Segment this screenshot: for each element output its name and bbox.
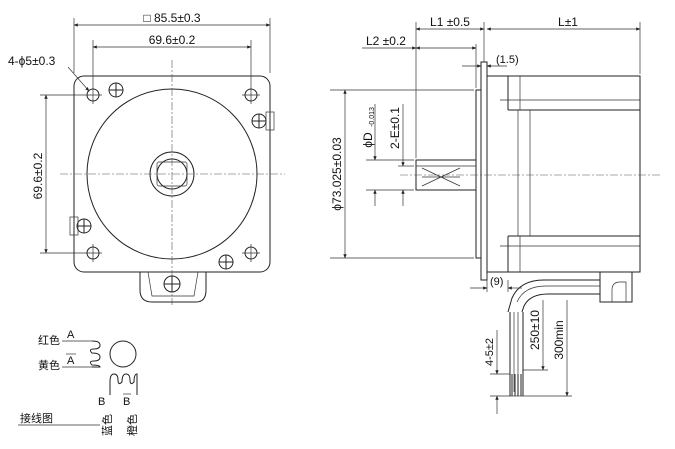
wiring-title: 接线图: [20, 411, 53, 425]
cable-exit: [139, 271, 207, 303]
side-view: L1 ±0.5 L±1 L2 ±0.2 (1.5) ϕ73.025±0.03 ϕ…: [330, 15, 662, 414]
dim-outer-width: □ 85.5±0.3: [143, 11, 201, 25]
dim-hole-spacing-h: 69.6±0.2: [149, 33, 196, 47]
front-view: □ 85.5±0.3 69.6±0.2 69.6±0.2 4-ϕ5±0.3: [8, 11, 285, 305]
cable-assembly: [507, 271, 633, 397]
dim-cable-offset: (9): [490, 276, 503, 288]
label-red: 红色: [38, 333, 60, 347]
dim-hole-spacing-v: 69.6±0.2: [31, 152, 45, 199]
dim-l: L±1: [558, 15, 578, 29]
dim-strip: 4-5±2: [484, 338, 496, 366]
wiring-diagram: 红色 A 黄色 A B B 蓝色 橙色 接线图: [18, 329, 139, 436]
dim-l2: L2 ±0.2: [366, 34, 406, 48]
flange-plate: [480, 61, 488, 281]
label-orange: 橙色: [125, 414, 139, 436]
dim-holes: 4-ϕ5±0.3: [8, 54, 56, 68]
dim-lead-b: 300min: [552, 320, 566, 359]
dim-flat: 2-E±0.1: [388, 107, 402, 149]
dim-shaft: ϕD: [361, 132, 375, 148]
dim-lead-a: 250±10: [528, 310, 542, 350]
dim-shaft-tol: -0.013: [369, 107, 376, 127]
dim-pilot: ϕ73.025±0.03: [330, 137, 344, 211]
rotor-circle: [109, 340, 137, 368]
phase-a-bar: A: [67, 355, 75, 367]
label-yellow: 黄色: [38, 358, 60, 372]
phase-b: B: [98, 396, 105, 408]
dim-l1: L1 ±0.5: [430, 15, 470, 29]
phase-b-bar: B: [123, 396, 130, 408]
label-blue: 蓝色: [100, 414, 114, 436]
dim-flange: (1.5): [496, 54, 519, 66]
motor-body: [486, 75, 641, 273]
mounting-holes: [84, 86, 260, 262]
coil-a: [89, 340, 101, 368]
coil-b: [109, 373, 138, 395]
phase-a: A: [67, 329, 75, 341]
ground-screws: [69, 82, 275, 270]
